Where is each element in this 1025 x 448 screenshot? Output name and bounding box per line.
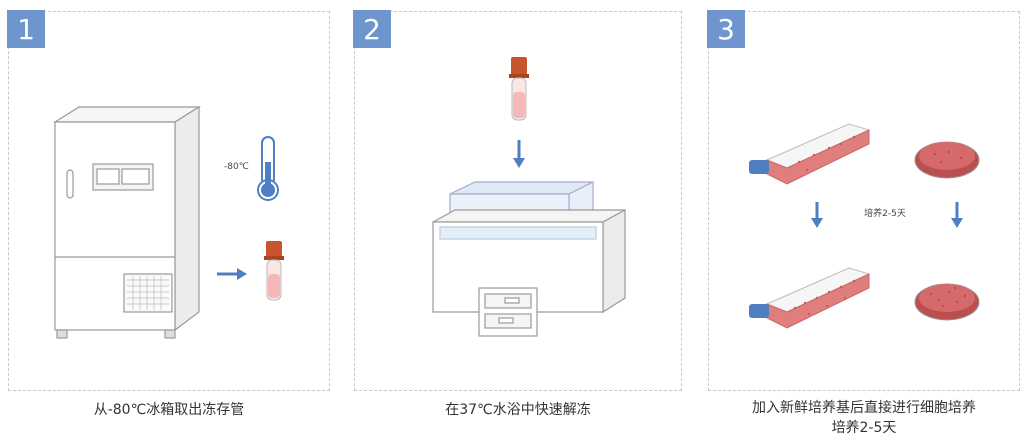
culture-flask-icon — [749, 267, 871, 329]
step-1-illustration: -80℃ — [52, 105, 284, 339]
step-2-illustration — [432, 57, 626, 337]
step-3-panel: 3 培养2-5天 — [707, 10, 1020, 391]
step-1-panel: 1 -80℃ — [7, 10, 330, 391]
step-1-caption: 从-80℃冰箱取出冻存管 — [93, 402, 245, 418]
temperature-label: -80℃ — [224, 162, 249, 172]
petri-dish-icon — [914, 283, 980, 321]
right-arrow-icon — [217, 268, 247, 280]
step-3-caption: 加入新鲜培养基后直接进行细胞培养 培养2-5天 — [700, 398, 1025, 438]
water-bath-icon — [432, 181, 626, 337]
step-3-illustration: 培养2-5天 — [749, 123, 980, 329]
step-2-number: 2 — [353, 10, 391, 48]
culture-flask-icon — [749, 123, 871, 185]
step-1-number: 1 — [7, 10, 45, 48]
step-2-caption: 在37℃水浴中快速解冻 — [445, 402, 591, 418]
cryovial-icon — [264, 241, 284, 301]
step-2-panel: 2 — [353, 10, 682, 391]
petri-dish-icon — [914, 141, 980, 179]
cryovial-icon — [509, 57, 529, 121]
step-3-number: 3 — [707, 10, 745, 48]
thermometer-icon — [257, 136, 279, 201]
freezer-icon — [52, 105, 202, 339]
down-arrow-icon — [513, 140, 525, 168]
down-arrow-icon — [811, 202, 963, 228]
step-3-caption-line-2: 培养2-5天 — [831, 420, 897, 436]
culture-duration-label: 培养2-5天 — [864, 207, 906, 219]
step-3-caption-line-1: 加入新鲜培养基后直接进行细胞培养 — [752, 400, 976, 416]
